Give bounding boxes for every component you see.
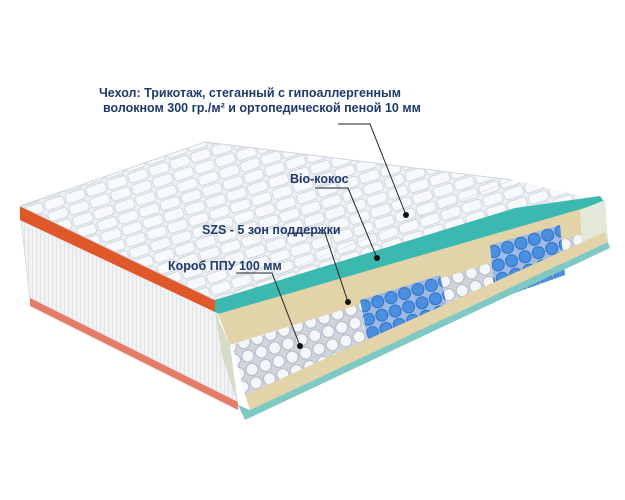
bio-coconut-label: Bio-кокос: [290, 172, 349, 186]
blue-springs-zone1: [360, 275, 450, 350]
foam-box-label: Короб ППУ 100 мм: [168, 259, 282, 273]
leader-lines: [236, 123, 407, 347]
coconut-layer: [218, 202, 605, 345]
springs-label: SZS - 5 зон поддержки: [202, 223, 341, 237]
teal-layer: [215, 196, 605, 316]
orange-trim: [20, 206, 215, 312]
cover-label-line2: волокном 300 гр./м² и ортопедической пен…: [103, 101, 421, 115]
bottom-trim: [30, 298, 238, 410]
cover-label-line1: Чехол: Трикотаж, стеганный с гипоаллерге…: [99, 86, 401, 100]
leader-dots: [297, 212, 409, 349]
bottom-coconut: [245, 232, 608, 410]
